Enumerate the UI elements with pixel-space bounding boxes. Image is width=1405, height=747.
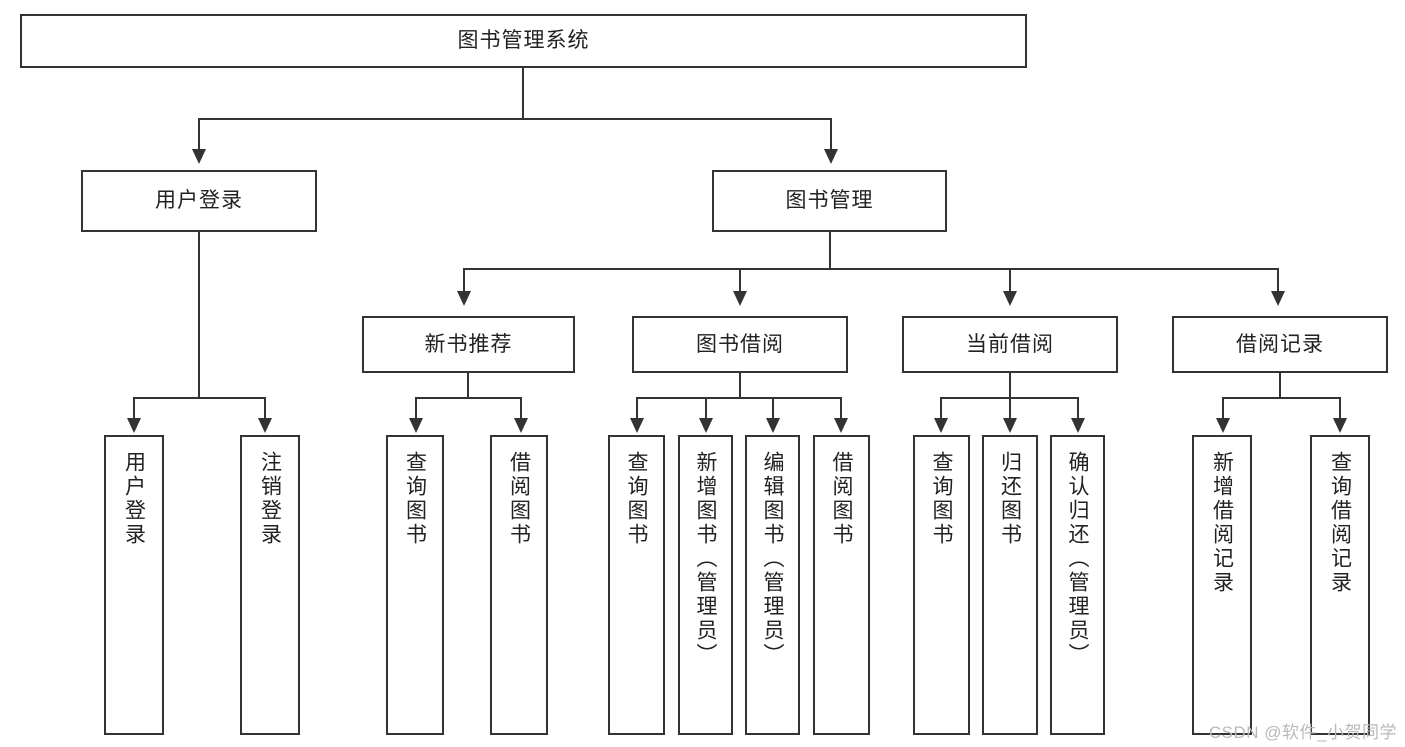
connector-book-mgmt-to-borrow-record: [1277, 268, 1279, 293]
connector-current-borrow-to-leaf-2: [1009, 397, 1011, 420]
arrowhead-book-mgmt-borrow-record: [1271, 291, 1285, 306]
connector-user-login-to-leaf-1: [133, 397, 135, 420]
node-leaf-query-book-new[interactable]: 查询图书: [386, 435, 444, 735]
connector-root-stem: [522, 68, 524, 118]
arrowhead-current-borrow-leaf-1: [934, 418, 948, 433]
node-label: 借阅图书: [507, 451, 531, 547]
node-label: 图书借阅: [696, 332, 784, 356]
connector-book-borrow-to-leaf-4: [840, 397, 842, 420]
arrowhead-new-book-leaf-2: [514, 418, 528, 433]
connector-borrow-record-stem: [1279, 373, 1281, 397]
arrowhead-current-borrow-leaf-2: [1003, 418, 1017, 433]
connector-book-borrow-to-leaf-2: [705, 397, 707, 420]
node-label: 用户登录: [155, 189, 243, 213]
arrowhead-book-borrow-leaf-2: [699, 418, 713, 433]
connector-borrow-record-to-leaf-1: [1222, 397, 1224, 420]
node-label: 查询图书: [625, 451, 648, 547]
connector-book-mgmt-to-new-book: [463, 268, 465, 293]
connector-root-bus: [198, 118, 832, 120]
connector-book-borrow-to-leaf-1: [636, 397, 638, 420]
connector-book-borrow-stem: [739, 373, 741, 397]
node-label: 编辑图书（管理员）: [761, 451, 784, 667]
connector-new-book-stem: [467, 373, 469, 397]
connector-borrow-record-bus: [1222, 397, 1341, 399]
arrowhead-book-borrow-leaf-1: [630, 418, 644, 433]
node-root-system[interactable]: 图书管理系统: [20, 14, 1027, 68]
connector-book-mgmt-to-current-borrow: [1009, 268, 1011, 293]
node-leaf-return-book[interactable]: 归还图书: [982, 435, 1038, 735]
arrowhead-book-borrow-leaf-4: [834, 418, 848, 433]
node-new-book-recommend[interactable]: 新书推荐: [362, 316, 575, 373]
connector-borrow-record-to-leaf-2: [1339, 397, 1341, 420]
node-label: 新增借阅记录: [1210, 451, 1234, 595]
node-borrow-record[interactable]: 借阅记录: [1172, 316, 1388, 373]
node-label: 归还图书: [998, 451, 1022, 547]
connector-book-borrow-to-leaf-3: [772, 397, 774, 420]
connector-root-to-book-mgmt: [830, 118, 832, 151]
node-label: 查询图书: [930, 451, 953, 547]
arrowhead-root-to-user-login: [192, 149, 206, 164]
node-leaf-user-login[interactable]: 用户登录: [104, 435, 164, 735]
arrowhead-current-borrow-leaf-3: [1071, 418, 1085, 433]
connector-root-to-user-login: [198, 118, 200, 151]
node-leaf-query-borrow-record[interactable]: 查询借阅记录: [1310, 435, 1370, 735]
connector-book-mgmt-to-book-borrow: [739, 268, 741, 293]
arrowhead-book-mgmt-current-borrow: [1003, 291, 1017, 306]
connector-new-book-bus: [415, 397, 522, 399]
node-label: 图书管理系统: [457, 29, 590, 53]
connector-current-borrow-to-leaf-3: [1077, 397, 1079, 420]
node-label: 查询图书: [403, 451, 427, 547]
node-label: 借阅图书: [830, 451, 853, 547]
connector-new-book-to-leaf-2: [520, 397, 522, 420]
node-leaf-borrow-book-new[interactable]: 借阅图书: [490, 435, 548, 735]
node-leaf-confirm-return-admin[interactable]: 确认归还（管理员）: [1050, 435, 1105, 735]
arrowhead-user-login-leaf-2: [258, 418, 272, 433]
node-user-login[interactable]: 用户登录: [81, 170, 317, 232]
connector-book-borrow-bus: [636, 397, 841, 399]
node-leaf-add-book-admin[interactable]: 新增图书（管理员）: [678, 435, 733, 735]
arrowhead-book-mgmt-new-book: [457, 291, 471, 306]
node-label: 查询借阅记录: [1328, 451, 1352, 595]
connector-book-mgmt-bus: [463, 268, 1277, 270]
connector-new-book-to-leaf-1: [415, 397, 417, 420]
arrowhead-book-borrow-leaf-3: [766, 418, 780, 433]
node-label: 用户登录: [122, 451, 146, 547]
arrowhead-borrow-record-leaf-2: [1333, 418, 1347, 433]
node-label: 新书推荐: [424, 332, 513, 356]
node-book-management[interactable]: 图书管理: [712, 170, 947, 232]
node-label: 当前借阅: [966, 332, 1054, 356]
node-label: 新增图书（管理员）: [694, 451, 717, 667]
arrowhead-book-mgmt-book-borrow: [733, 291, 747, 306]
node-label: 确认归还（管理员）: [1066, 451, 1089, 667]
arrowhead-borrow-record-leaf-1: [1216, 418, 1230, 433]
node-leaf-query-book-current[interactable]: 查询图书: [913, 435, 970, 735]
connector-current-borrow-to-leaf-1: [940, 397, 942, 420]
node-label: 图书管理: [785, 189, 874, 213]
arrowhead-user-login-leaf-1: [127, 418, 141, 433]
watermark-text: CSDN @软件_小贺同学: [1208, 723, 1397, 742]
node-current-borrow[interactable]: 当前借阅: [902, 316, 1118, 373]
node-book-borrow[interactable]: 图书借阅: [632, 316, 848, 373]
node-leaf-edit-book-admin[interactable]: 编辑图书（管理员）: [745, 435, 800, 735]
node-leaf-add-borrow-record[interactable]: 新增借阅记录: [1192, 435, 1252, 735]
node-leaf-borrow-book[interactable]: 借阅图书: [813, 435, 870, 735]
node-label: 注销登录: [258, 451, 282, 547]
connector-current-borrow-stem: [1009, 373, 1011, 397]
connector-user-login-to-leaf-2: [264, 397, 266, 420]
node-label: 借阅记录: [1236, 332, 1324, 356]
node-leaf-query-book-borrow[interactable]: 查询图书: [608, 435, 665, 735]
connector-user-login-bus: [133, 397, 266, 399]
connector-user-login-stem: [198, 232, 200, 397]
node-leaf-logout[interactable]: 注销登录: [240, 435, 300, 735]
arrowhead-root-to-book-mgmt: [824, 149, 838, 164]
arrowhead-new-book-leaf-1: [409, 418, 423, 433]
connector-book-mgmt-stem: [829, 232, 831, 268]
